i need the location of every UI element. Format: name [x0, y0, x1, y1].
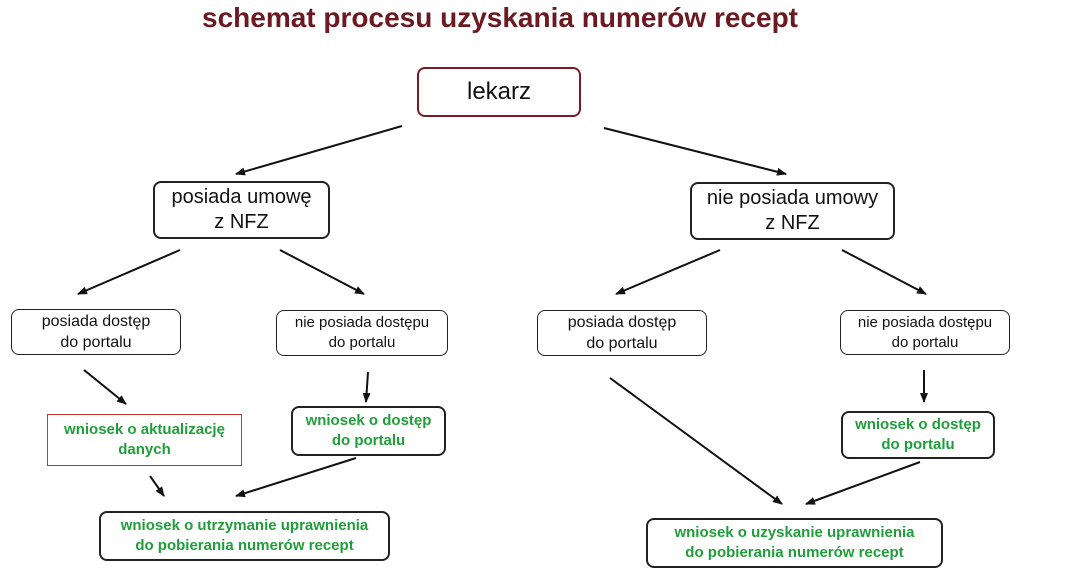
arrow-brak-umowy-to-posiada-dostep: [615, 249, 721, 295]
node-nie-posiada-dostepu-right: nie posiada dostępu do portalu: [840, 310, 1010, 355]
arrow-lekarz-to-nie-posiada-umowy: [603, 127, 787, 176]
arrow-brak-dostepu-left-to-wniosek-dostep: [362, 371, 371, 403]
node-posiada-umowe: posiada umowę z NFZ: [153, 181, 330, 239]
arrow-aktualizacja-to-utrzymanie: [149, 475, 165, 497]
arrow-umowa-to-nie-posiada-dostepu: [279, 249, 365, 295]
arrow-lekarz-to-posiada-umowe: [235, 125, 403, 176]
arrow-umowa-to-posiada-dostep: [77, 249, 181, 295]
node-nie-posiada-dostepu-left: nie posiada dostępu do portalu: [276, 310, 448, 356]
node-wniosek-dostep-left: wniosek o dostęp do portalu: [291, 406, 446, 456]
arrow-wniosek-dostep-left-to-utrzymanie: [235, 457, 357, 498]
arrow-dostep-right-to-uzyskanie: [609, 377, 783, 505]
page-title: schemat procesu uzyskania numerów recept: [202, 2, 798, 33]
node-wniosek-dostep-right: wniosek o dostęp do portalu: [841, 411, 995, 459]
node-nie-posiada-umowy: nie posiada umowy z NFZ: [690, 182, 895, 240]
arrow-dostep-left-to-aktualizacja: [83, 369, 127, 405]
node-posiada-dostep-left: posiada dostęp do portalu: [11, 309, 181, 355]
node-wniosek-aktualizacje: wniosek o aktualizację danych: [47, 414, 242, 466]
node-wniosek-uzyskanie: wniosek o uzyskanie uprawnienia do pobie…: [646, 518, 943, 568]
arrow-wniosek-dostep-right-to-uzyskanie: [805, 461, 921, 505]
node-posiada-dostep-right: posiada dostęp do portalu: [537, 310, 707, 356]
node-wniosek-utrzymanie: wniosek o utrzymanie uprawnienia do pobi…: [99, 511, 390, 561]
node-lekarz: lekarz: [417, 67, 581, 117]
arrow-brak-umowy-to-nie-posiada-dostepu: [841, 249, 927, 295]
